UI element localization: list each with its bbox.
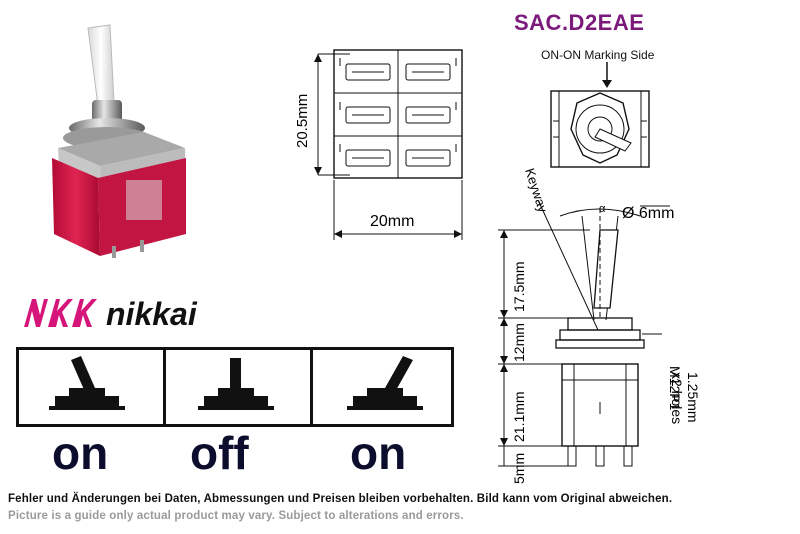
state-cell-right — [313, 350, 457, 424]
alpha-label: α — [599, 203, 606, 215]
nikkai-logo: nikkai — [24, 296, 198, 332]
disclaimer-german: Fehler und Änderungen bei Daten, Abmessu… — [8, 493, 673, 505]
marking-side-label: ON-ON Marking Side — [541, 48, 655, 62]
toggle-center-icon — [198, 358, 274, 410]
switch-states-table — [16, 347, 454, 427]
holes-size-label: 1.25mm — [685, 372, 701, 423]
body-height-label: 21.1mm — [511, 391, 527, 442]
bottom-view-drawing: 20.5mm 20mm — [294, 49, 463, 240]
thread-label: M12P1 — [667, 366, 683, 411]
keyway-label: Keyway — [522, 166, 550, 214]
lever-length-label: 17.5mm — [511, 261, 527, 312]
toggle-left-icon — [49, 356, 125, 410]
width-dimension: 20mm — [370, 213, 414, 230]
toggle-switch-photo — [52, 24, 186, 258]
disclaimer-english: Picture is a guide only actual product m… — [8, 510, 464, 522]
state-label-left: on — [52, 427, 109, 479]
state-label-right: on — [350, 427, 407, 479]
holes-count-label: x2 holes — [669, 372, 685, 424]
state-cell-left — [19, 350, 166, 424]
diameter-label: Ø 6mm — [622, 205, 674, 222]
terminal-length-label: 5mm — [511, 453, 527, 484]
side-view-drawing: Keyway α Ø 6mm 17.5mm 12mm 21.1mm 5mm M1… — [498, 166, 701, 484]
marking-arrow-icon — [602, 62, 612, 88]
nikkai-wordmark: nikkai — [106, 296, 198, 332]
bushing-length-label: 12mm — [511, 323, 527, 362]
model-number: SAC.D2EAE — [514, 10, 645, 35]
top-view-drawing — [550, 90, 650, 168]
height-dimension: 20.5mm — [294, 94, 311, 148]
state-cell-center — [166, 350, 313, 424]
toggle-right-icon — [347, 356, 423, 410]
state-label-center: off — [190, 427, 249, 479]
